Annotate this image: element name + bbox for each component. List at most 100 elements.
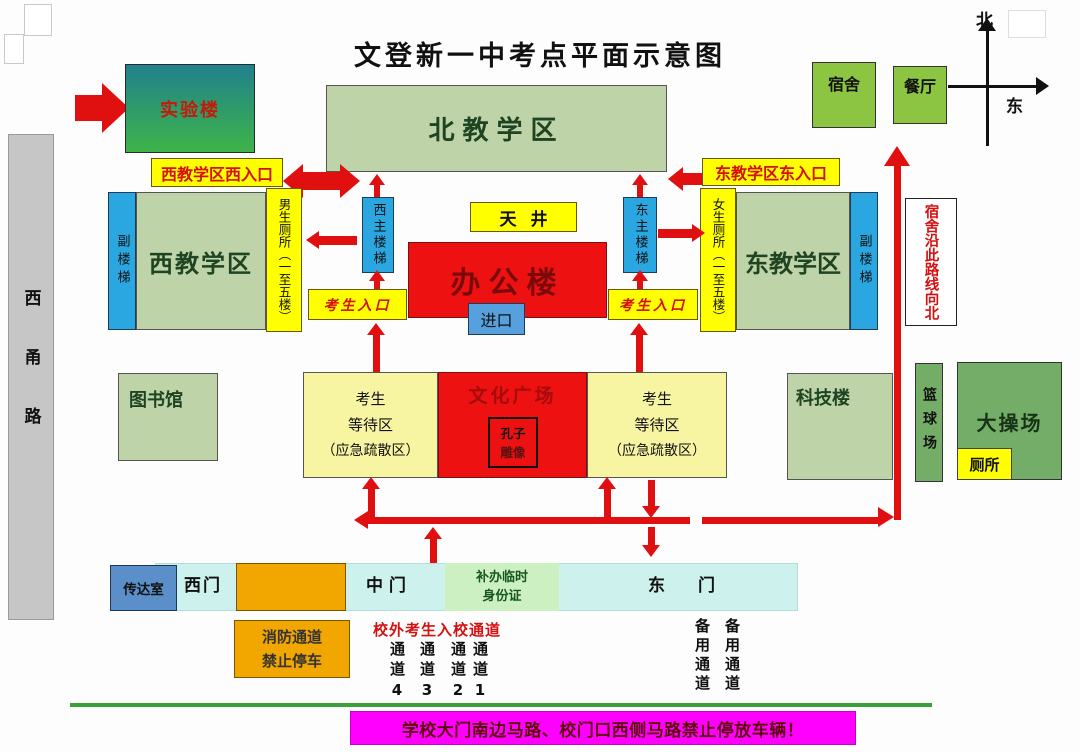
- dormitory-label: 宿舍: [827, 75, 860, 94]
- waiting-east-line2: 等待区: [634, 416, 680, 434]
- arrow-right-to-girls-toilet: [692, 224, 705, 242]
- arrow-up-middle-gate-body: [430, 539, 437, 563]
- compass-vertical-line: [986, 30, 989, 146]
- library-label: 图书馆: [129, 390, 183, 411]
- candidate-entrance-east: 考生入口: [608, 289, 698, 320]
- waiting-area-west: 考生 等待区 （应急疏散区）: [303, 372, 438, 478]
- courtyard-label: 天井: [499, 209, 562, 230]
- compass-east-arrowhead: [1036, 77, 1049, 95]
- arrow-down-to-east-gate-body: [648, 527, 655, 545]
- west-aux-staircase-label: 副楼梯: [114, 234, 130, 288]
- temp-id-line1: 补办临时: [475, 570, 528, 585]
- east-aux-staircase-label: 副楼梯: [856, 234, 872, 288]
- library: 图书馆: [118, 373, 218, 461]
- culture-plaza-label: 文化广场: [468, 385, 557, 407]
- east-entrance-label: 东教学区东入口: [714, 164, 827, 183]
- temp-id-booth: 补办临时 身份证: [445, 563, 559, 611]
- waiting-west-line1: 考生: [355, 390, 386, 408]
- playground-toilet: 厕所: [957, 448, 1012, 480]
- west-road-label: 西甬路: [20, 288, 41, 466]
- channel-2: 通道2: [449, 641, 467, 704]
- reception-room-label: 传达室: [123, 582, 164, 598]
- temp-id-line2: 身份证: [482, 589, 522, 604]
- arrow-up-west-stair-to-north: [369, 174, 385, 185]
- arrow-up-east-stair-to-north-body: [637, 185, 643, 197]
- fire-lane-line1: 消防通道: [261, 628, 322, 646]
- arrow-down-to-line-body: [648, 480, 655, 506]
- route-arrow-body: [894, 166, 901, 520]
- channel-3: 通道3: [418, 641, 436, 704]
- east-teaching-label: 东教学区: [745, 249, 841, 278]
- west-aux-staircase: 副楼梯: [108, 192, 136, 330]
- arrow-left-to-boys-toilet: [306, 231, 319, 249]
- east-teaching-area: 东教学区: [736, 192, 850, 330]
- south-road-line: [70, 703, 932, 707]
- west-main-staircase-label: 西主楼梯: [370, 203, 386, 267]
- boys-toilet-strip: 男生厕所（一至五楼）: [266, 188, 302, 332]
- arrow-up-waiting-to-east-entry-body: [636, 335, 643, 372]
- page-corner-artifact: [24, 4, 52, 36]
- reception-room: 传达室: [110, 565, 177, 611]
- east-entrance-arrow-head: [668, 167, 683, 191]
- west-teaching-label: 西教学区: [149, 249, 253, 278]
- arrow-up-middle-gate: [424, 527, 442, 539]
- confucius-statue-line2: 雕像: [500, 444, 526, 460]
- outside-channel-title: 校外考生入校通道: [373, 621, 502, 639]
- channel-4: 通道4: [388, 641, 406, 704]
- office-entrance: 进口: [468, 303, 525, 335]
- arrow-down-to-east-gate-head: [642, 545, 660, 557]
- arrow-up-west-entry-to-stair-body: [374, 281, 380, 289]
- east-entrance-sign: 东教学区东入口: [702, 158, 840, 186]
- candidate-entrance-east-label: 考生入口: [619, 297, 687, 314]
- basketball-court-label: 篮球场: [921, 386, 937, 459]
- arrow-up-waiting-to-east-entry: [630, 323, 648, 335]
- arrow-up-waiting-to-west-entry: [367, 323, 385, 335]
- no-parking-banner: 学校大门南边马路、校门口西侧马路禁止停放车辆！: [350, 711, 856, 745]
- east-aux-staircase: 副楼梯: [850, 192, 878, 330]
- confucius-statue: 孔子 雕像: [488, 417, 538, 468]
- east-main-staircase: 东主楼梯: [623, 197, 657, 273]
- middle-gate-label: 中 门: [366, 576, 406, 596]
- arrow-down-to-line-head: [642, 506, 660, 518]
- girls-toilet-strip: 女生厕所（一至五楼）: [700, 188, 736, 332]
- canteen: 餐厅: [893, 66, 947, 124]
- arrow-right-to-dorm-route-head: [878, 507, 894, 527]
- arrow-right-to-dorm-route-body: [702, 517, 878, 524]
- arrow-right-to-girls-toilet-body: [658, 229, 692, 238]
- waiting-west-line2: 等待区: [347, 416, 393, 434]
- canteen-label: 餐厅: [903, 77, 936, 96]
- arrow-up-east-entry-to-stair-body: [637, 281, 643, 289]
- confucius-statue-line1: 孔子: [500, 425, 526, 441]
- arrow-up-line-to-waiting-east: [598, 477, 616, 489]
- lab-entry-arrow-head: [102, 83, 129, 133]
- arrow-up-east-entry-to-stair: [632, 270, 648, 281]
- science-building: 科技楼: [787, 373, 893, 480]
- science-building-label: 科技楼: [796, 388, 850, 409]
- office-building-label: 办公楼: [450, 266, 565, 301]
- arrow-left-head-road-line: [354, 511, 368, 529]
- arrow-up-east-stair-to-north: [632, 174, 648, 185]
- boys-toilet-label: 男生厕所（一至五楼）: [276, 197, 292, 323]
- fire-lane-sign: 消防通道 禁止停车: [234, 620, 350, 678]
- route-note-label: 宿舍沿此路线向北: [922, 204, 939, 320]
- compass-north-label: 北: [976, 11, 993, 31]
- dormitory: 宿舍: [812, 62, 876, 128]
- culture-plaza: 文化广场: [438, 372, 587, 478]
- compass-horizontal-line: [948, 85, 1038, 88]
- arrow-up-line-to-waiting-west: [362, 477, 380, 489]
- arrow-left-to-boys-toilet-body: [319, 236, 357, 245]
- playground-toilet-label: 厕所: [969, 455, 1000, 474]
- basketball-court: 篮球场: [915, 363, 943, 482]
- compass-north-arrowhead: [978, 18, 996, 31]
- courtyard: 天井: [470, 202, 577, 232]
- west-entrance-double-arrow-right-head: [340, 164, 360, 198]
- road-line-body: [368, 517, 690, 524]
- arrow-up-west-entry-to-stair: [369, 270, 385, 281]
- west-entrance-double-arrow-body: [303, 172, 340, 190]
- waiting-west-line3: （应急疏散区）: [321, 443, 420, 459]
- page-corner-artifact: [4, 34, 24, 64]
- backup-channel-2: 备用通道: [723, 618, 741, 694]
- gate-orange-block: [236, 563, 346, 611]
- route-arrow-head: [884, 146, 910, 166]
